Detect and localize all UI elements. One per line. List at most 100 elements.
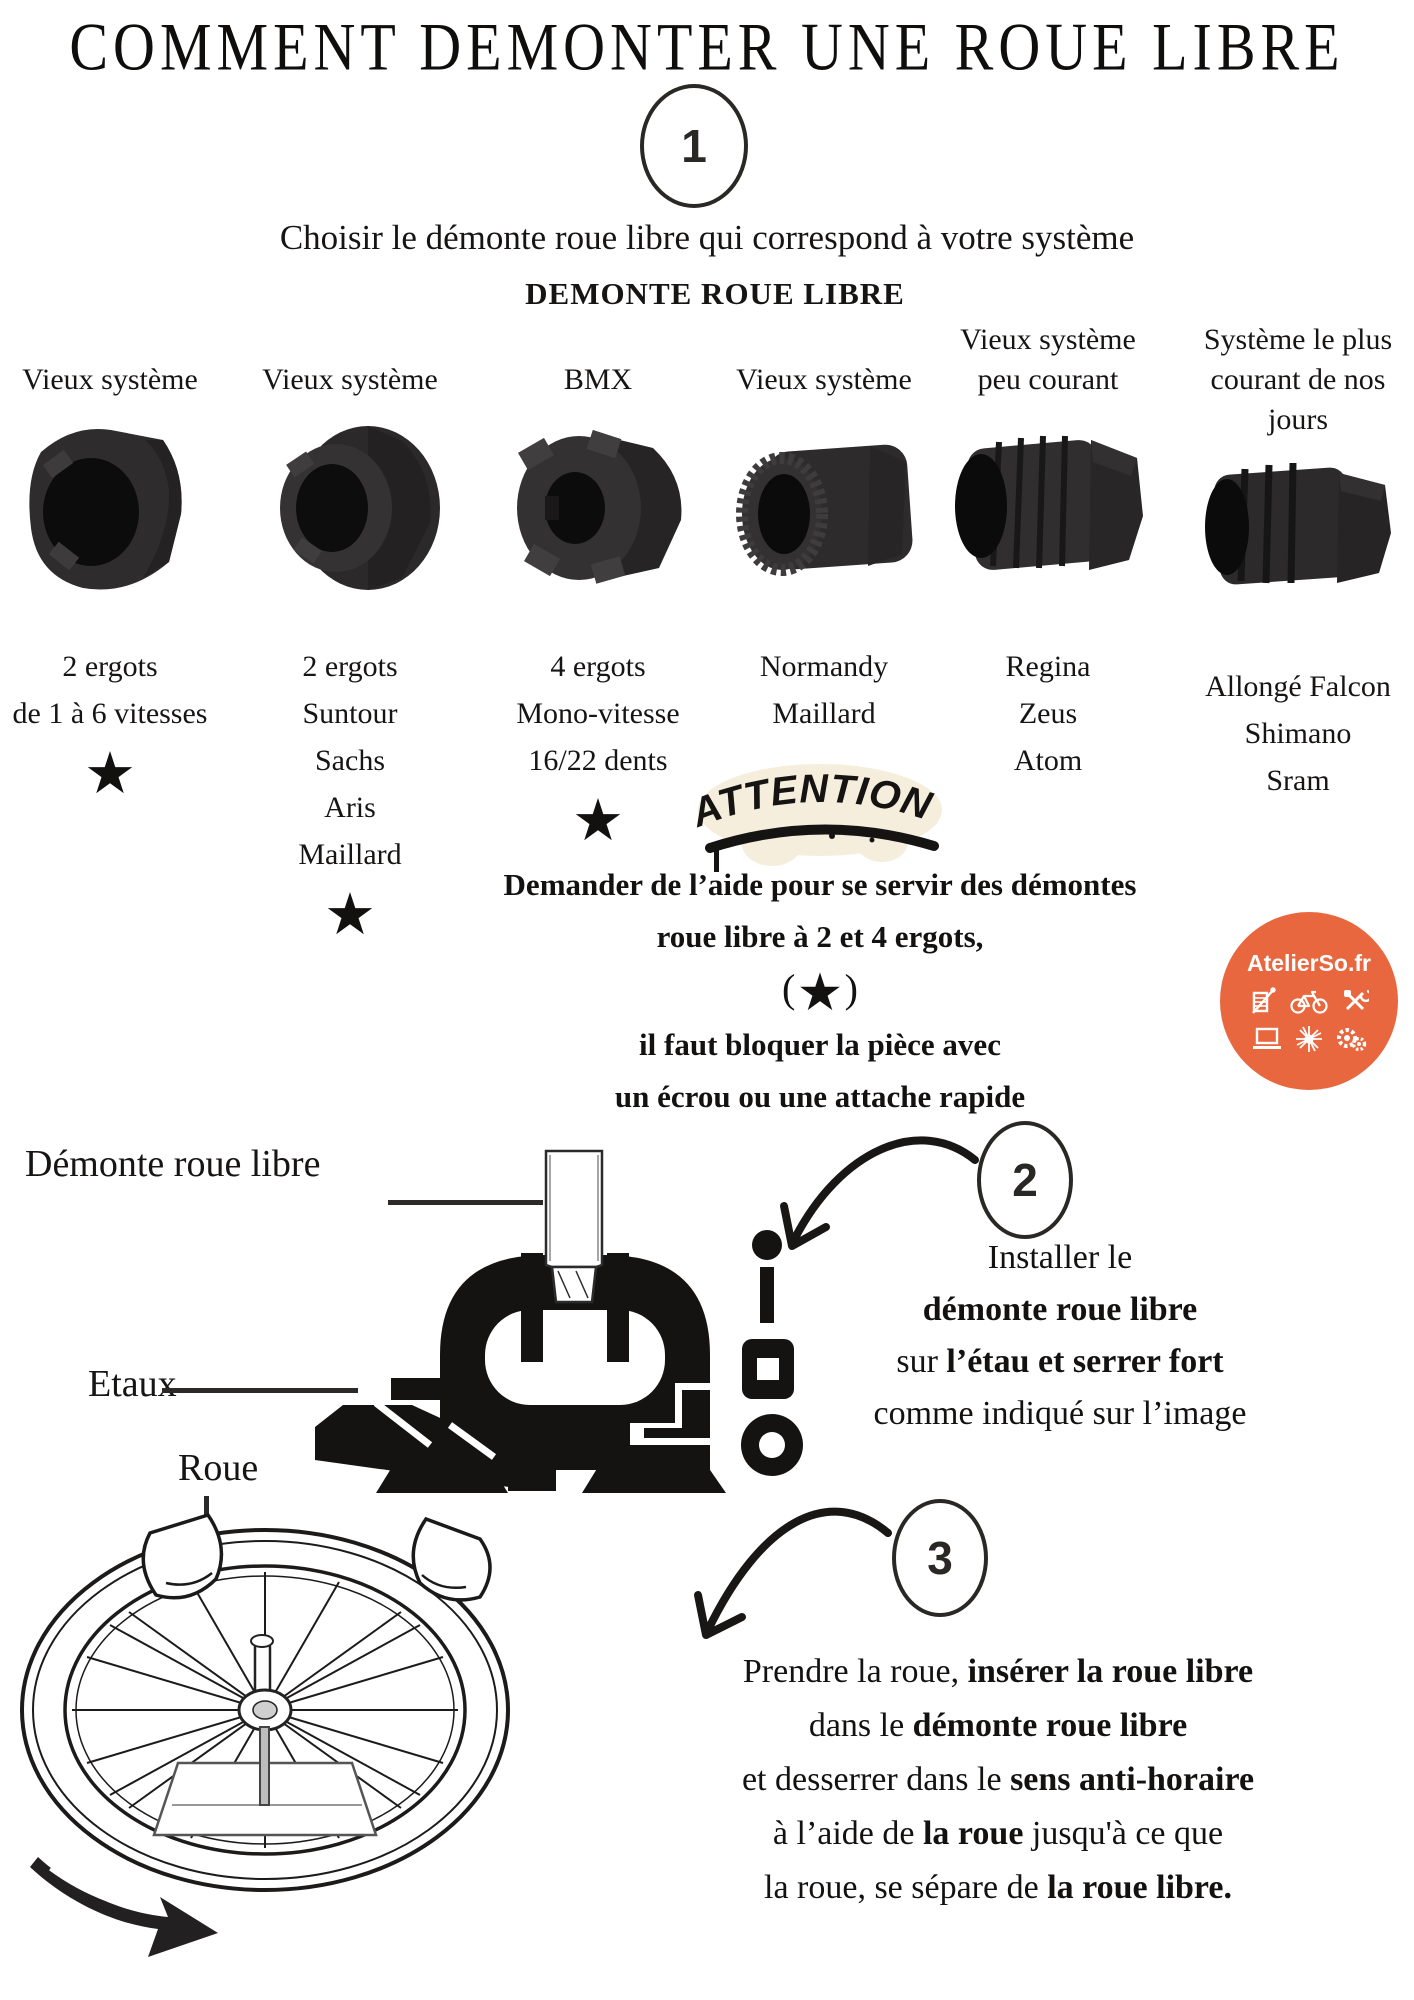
tool-system-line: Vieux système (736, 363, 912, 396)
caution-star-icon: ★ (324, 882, 376, 947)
tool-column-2: Vieux système 2 ergots Suntour Sachs Ari… (240, 300, 460, 944)
tool-system-line: Vieux système (262, 363, 438, 396)
tool-name-line: Normandy (759, 650, 889, 683)
wheel-illustration (10, 1505, 530, 1975)
label-wheel: Roue (178, 1447, 259, 1489)
tool-name-line: Regina (1005, 650, 1091, 683)
tool-photo-normandy (714, 400, 934, 615)
tool-system-line: Système le plus (1203, 323, 1393, 356)
vise-illustration (280, 1115, 820, 1510)
warning-line: Demander de l’aide pour se servir des dé… (503, 867, 1137, 902)
tool-name-line: de 1 à 6 vitesses (12, 697, 208, 730)
tool-photo-shimano (1188, 420, 1408, 635)
step-2-line: sur l’étau et serrer fort (896, 1343, 1224, 1380)
tool-name-line: Allongé Falcon (1205, 670, 1391, 703)
tool-column-1: Vieux système 2 ergots de 1 à 6 vitesses… (0, 300, 220, 803)
tool-column-3: BMX 4 ergots Mono-vitesse 16/22 dents ★ (488, 300, 708, 850)
step-2-line: Installer le (987, 1239, 1133, 1276)
tool-system-line: Vieux système (960, 323, 1136, 356)
warning-text: Demander de l’aide pour se servir des dé… (420, 859, 1220, 1123)
tool-system-line: Vieux système (22, 363, 198, 396)
freewheel-remover-icon (955, 435, 1143, 570)
caution-star-icon: ★ (84, 741, 136, 806)
label-freewheel-remover: Démonte roue libre (25, 1143, 321, 1185)
section-heading: DEMONTE ROUE LIBRE (525, 276, 905, 311)
tool-name-line: Atom (1013, 744, 1083, 777)
step-3-line: et desserrer dans le sens anti-horaire (741, 1761, 1255, 1798)
tool-name-line: 2 ergots (62, 650, 158, 683)
paren-open: ( (782, 966, 796, 1011)
freewheel-remover-icon (517, 429, 682, 584)
tool-system-label: Vieux système (0, 300, 220, 400)
tool-name-lines: Normandy Maillard (714, 643, 934, 737)
atelierso-logo: AtelierSo.fr (1220, 912, 1398, 1090)
step-3-line: à l’aide de la roue jusqu'à ce que (772, 1815, 1224, 1852)
tool-system-label: BMX (488, 300, 708, 400)
paren-close: ) (844, 966, 858, 1011)
tool-column-4: Vieux système Normandy Maillard (714, 300, 934, 737)
attention-icon: ATTENTION (684, 764, 942, 872)
tool-photo-2-ergots-large (0, 400, 220, 615)
tools-icon (1344, 989, 1369, 1010)
tool-system-line: courant de nos (1210, 363, 1386, 396)
leader-line-freewheel-remover (388, 1200, 543, 1205)
laptop-icon (1253, 1027, 1281, 1049)
step-1-badge: 1 (640, 84, 748, 208)
tool-column-6: Système le plus courant de nos jours All… (1188, 300, 1408, 804)
caution-star-icon: ★ (799, 967, 841, 1018)
tool-system-label: Vieux système peu courant (938, 300, 1158, 400)
sparkle-icon (1296, 1025, 1322, 1052)
logo-icon-row-1 (1249, 986, 1369, 1016)
tool-system-line: jours (1268, 403, 1328, 436)
logo-icon-row-2 (1251, 1025, 1367, 1053)
tool-name-lines: 2 ergots de 1 à 6 vitesses ★ (0, 643, 220, 803)
tool-system-line: peu courant (977, 363, 1119, 396)
tool-name-lines: 2 ergots Suntour Sachs Aris Maillard ★ (240, 643, 460, 944)
tool-name-lines: 4 ergots Mono-vitesse 16/22 dents ★ (488, 643, 708, 850)
gears-icon (1337, 1027, 1367, 1051)
tool-name-lines: Allongé Falcon Shimano Sram (1188, 663, 1408, 804)
step-1-number: 1 (681, 120, 707, 172)
step-3-line: la roue, se sépare de la roue libre. (764, 1869, 1232, 1906)
tool-name-line: Maillard (772, 697, 876, 730)
tool-name-line: 4 ergots (550, 650, 646, 683)
step-2-badge: 2 (977, 1121, 1073, 1239)
step-3-line: dans le démonte roue libre (808, 1707, 1188, 1744)
freewheel-remover-icon (29, 428, 182, 590)
warning-star-line: (★) (420, 963, 1220, 1019)
tool-system-label: Vieux système (714, 300, 934, 400)
freewheel-remover-icon (280, 425, 440, 590)
step-2-line: démonte roue libre (922, 1291, 1198, 1328)
leader-line-vise (162, 1388, 358, 1393)
tool-name-line: Aris (324, 791, 376, 824)
tool-system-label: Vieux système (240, 300, 460, 400)
freewheel-remover-icon (1205, 462, 1391, 584)
step-1-instruction: Choisir le démonte roue libre qui corres… (279, 218, 1135, 257)
tool-name-line: Sram (1266, 764, 1330, 797)
vise-icon (315, 1149, 803, 1493)
label-vise: Etaux (88, 1363, 177, 1405)
tool-system-label: Système le plus courant de nos jours (1188, 300, 1408, 445)
curved-arrow-icon (694, 1507, 892, 1639)
warning-line: il faut bloquer la pièce avec (639, 1027, 1001, 1062)
step-3-number: 3 (927, 1532, 953, 1584)
step-3-arrow (688, 1485, 908, 1655)
tool-name-lines: Regina Zeus Atom (938, 643, 1158, 784)
step-2-line: comme indiqué sur l’image (873, 1395, 1247, 1432)
step-2-text: Installer le démonte roue libre sur l’ét… (810, 1232, 1310, 1440)
tool-photo-2-ergots-flange (240, 400, 460, 615)
step-3-text: Prendre la roue, insérer la roue libre d… (728, 1645, 1268, 1915)
warning-line: un écrou ou une attache rapide (614, 1079, 1026, 1114)
tool-name-line: Shimano (1244, 717, 1352, 750)
step-3-badge: 3 (892, 1499, 988, 1617)
tool-name-line: Maillard (298, 838, 402, 871)
tool-name-line: 16/22 dents (528, 744, 668, 777)
warning-line: roue libre à 2 et 4 ergots, (656, 919, 984, 954)
attention-graffiti: ATTENTION (682, 752, 962, 882)
bicycle-icon (1290, 990, 1328, 1014)
spool-icon (1252, 986, 1276, 1014)
curved-arrow-icon (780, 1136, 979, 1250)
tool-photo-4-ergots (488, 400, 708, 615)
page-title: COMMENT DEMONTER UNE ROUE LIBRE (69, 9, 1345, 85)
step-2-number: 2 (1012, 1154, 1038, 1206)
